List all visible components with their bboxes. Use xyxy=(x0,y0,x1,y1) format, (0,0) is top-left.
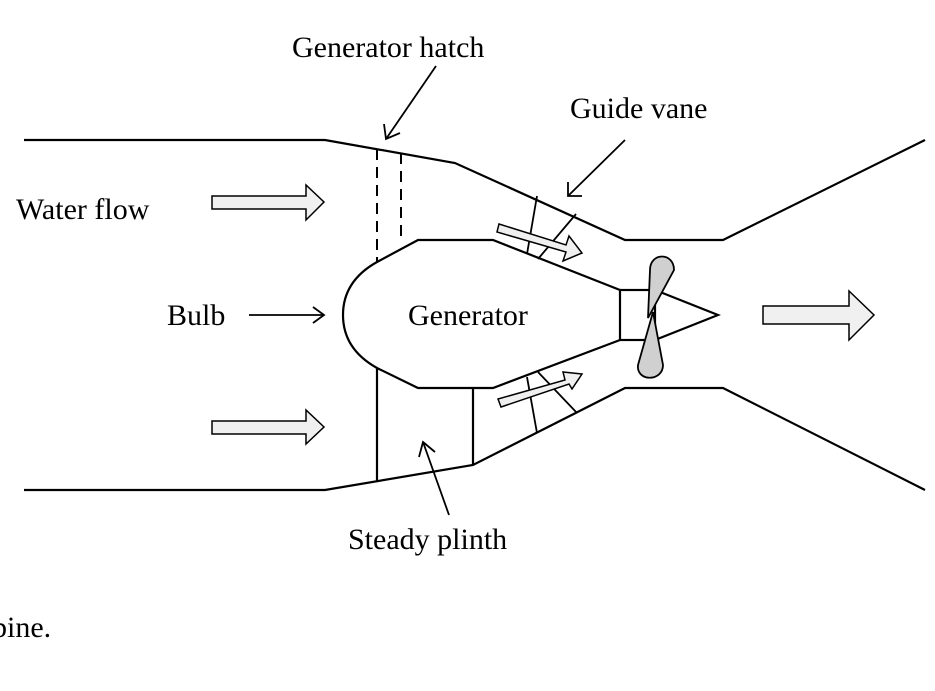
generator-hatch-label: Generator hatch xyxy=(292,31,484,64)
guide-vane-label: Guide vane xyxy=(570,92,707,125)
runner-hub xyxy=(618,288,657,342)
bulb-label: Bulb xyxy=(167,299,225,332)
runner-blade-lower xyxy=(637,311,664,379)
bulb-arrowhead xyxy=(312,306,326,324)
runner-cone xyxy=(654,288,721,342)
bulb-housing xyxy=(341,238,621,390)
outflow-arrow xyxy=(762,289,876,342)
steady-plinth-arrowhead xyxy=(418,440,436,458)
vane-flow-arrow-upper xyxy=(496,223,584,263)
guide-vane-lower-2 xyxy=(537,371,578,414)
vane-flow-arrow-lower xyxy=(497,371,584,408)
inflow-arrow-upper xyxy=(211,183,326,222)
caption-fragment: bine. xyxy=(0,611,51,644)
guide-vane-upper-1 xyxy=(526,195,538,255)
guide-vane-leader xyxy=(567,139,626,197)
guide-vane-upper-2 xyxy=(537,213,577,260)
inflow-arrow-lower xyxy=(211,408,326,446)
generator-label: Generator xyxy=(408,299,528,332)
guide-vane-arrowhead xyxy=(567,182,582,197)
generator-hatch-leader xyxy=(385,65,437,140)
water-flow-label: Water flow xyxy=(16,193,150,226)
generator-hatch-arrowhead xyxy=(383,123,401,141)
lower-passage-wall xyxy=(24,386,926,492)
runner-blade-upper xyxy=(647,255,675,319)
upper-passage-wall xyxy=(24,138,926,242)
steady-plinth-leader xyxy=(422,441,450,516)
guide-vane-lower-1 xyxy=(526,376,538,434)
steady-plinth-label: Steady plinth xyxy=(348,523,507,556)
